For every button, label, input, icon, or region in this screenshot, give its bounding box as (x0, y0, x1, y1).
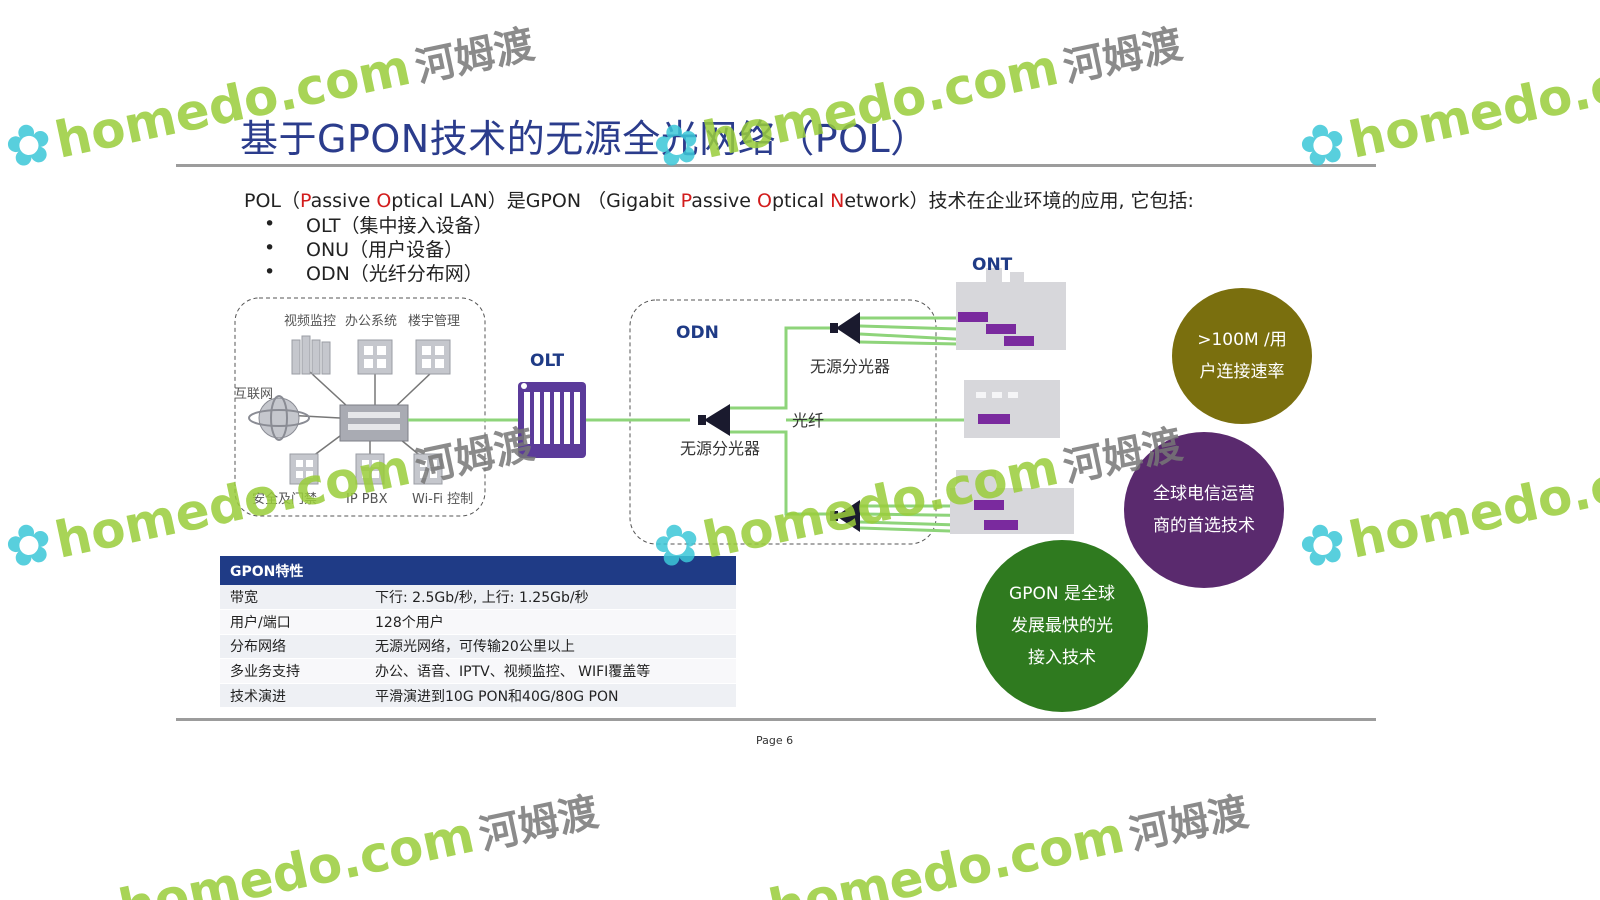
ip-pbx-icon (355, 453, 385, 485)
intro-part: ptical LAN）是GPON （ (391, 190, 607, 212)
bullet-icon: • (264, 237, 276, 259)
splitter-top-icon (830, 312, 860, 344)
bullet-text: ONU（用户设备） (306, 238, 464, 261)
service-label: 楼宇管理 (408, 314, 460, 329)
service-label: 安全及门禁 (252, 491, 317, 507)
enterprise-services-box (234, 297, 486, 517)
fastest-growth-bubble: GPON 是全球 发展最快的光 接入技术 (976, 540, 1148, 712)
office-system-icon (357, 339, 393, 375)
intro-text: POL（Passive Optical LAN）是GPON （Gigabit P… (244, 186, 1194, 213)
feature-key: 用户/端口 (220, 609, 365, 635)
odn-box (629, 299, 937, 545)
table-row: 分布网络无源光网络，可传输20公里以上 (220, 634, 736, 660)
bullet-text: ODN（光纤分布网） (306, 262, 483, 285)
odn-label: ODN (676, 323, 719, 343)
splitter-top-label: 无源分光器 (810, 357, 890, 376)
list-item: • OLT（集中接入设备） (264, 212, 493, 237)
feature-value: 平滑演进到10G PON和40G/80G PON (365, 683, 736, 709)
ont-device-middle-icon (964, 380, 1060, 438)
intro-red: N (830, 190, 845, 212)
service-label: Wi-Fi 控制 (412, 492, 473, 507)
table-row: 技术演进平滑演进到10G PON和40G/80G PON (220, 683, 736, 709)
feature-value: 128个用户 (365, 609, 736, 635)
table-header: GPON特性 (220, 556, 736, 585)
bullet-text: OLT（集中接入设备） (306, 214, 493, 237)
intro-part: etwork）技术在企业环境的应用, 它包括: (844, 190, 1194, 212)
splitter-mid-icon (698, 404, 730, 436)
olt-label: OLT (530, 351, 564, 371)
olt-device-icon (518, 382, 586, 458)
ont-label: ONT (972, 255, 1013, 275)
feature-key: 多业务支持 (220, 658, 365, 684)
bullet-icon: • (264, 213, 276, 235)
splitter-bottom-icon (830, 500, 860, 532)
table-row: 多业务支持办公、语音、IPTV、视频监控、 WIFI覆盖等 (220, 658, 736, 684)
bullet-icon: • (264, 261, 276, 283)
intro-red: O (756, 190, 772, 212)
splitter-mid-label: 无源分光器 (680, 439, 760, 458)
gpon-features-table: GPON特性 带宽下行: 2.5Gb/秒, 上行: 1.25Gb/秒 用户/端口… (220, 556, 736, 709)
building-management-icon (415, 339, 451, 375)
wifi-controller-icon (413, 453, 443, 485)
intro-red: P (300, 190, 311, 212)
intro-part: Gigabit (606, 190, 681, 212)
intro-red: O (376, 190, 392, 212)
feature-value: 办公、语音、IPTV、视频监控、 WIFI覆盖等 (365, 658, 736, 684)
speed-bubble: >100M /用 户连接速率 (1172, 288, 1312, 424)
fiber-links (408, 316, 1011, 534)
internet-label: 互联网 (234, 387, 273, 402)
operator-choice-bubble: 全球电信运营 商的首选技术 (1124, 432, 1284, 588)
ont-device-top-icon (956, 268, 1066, 350)
list-item: • ODN（光纤分布网） (264, 260, 493, 285)
list-item: • ONU（用户设备） (264, 236, 493, 261)
fiber-label: 光纤 (792, 411, 824, 430)
intro-part: assive (691, 190, 757, 212)
title-divider (176, 164, 1376, 167)
service-label: 视频监控 (284, 314, 336, 329)
internet-globe-icon (248, 395, 310, 441)
feature-value: 无源光网络，可传输20公里以上 (365, 634, 736, 660)
intro-part: assive (310, 190, 377, 212)
ont-device-bottom-icon (950, 470, 1074, 534)
page-number: Page 6 (756, 734, 794, 747)
intro-red: P (680, 190, 692, 212)
slide-title: 基于GPON技术的无源全光网络（POL） (240, 117, 929, 161)
security-access-icon (289, 453, 319, 485)
cctv-server-icon (291, 335, 331, 375)
table-row: 带宽下行: 2.5Gb/秒, 上行: 1.25Gb/秒 (220, 585, 736, 611)
component-list: • OLT（集中接入设备） • ONU（用户设备） • ODN（光纤分布网） (264, 212, 493, 285)
feature-key: 带宽 (220, 585, 365, 611)
intro-part: ptical (771, 190, 831, 212)
feature-key: 分布网络 (220, 634, 365, 660)
intro-part: POL（ (244, 190, 300, 212)
service-label: IP PBX (346, 492, 388, 507)
feature-key: 技术演进 (220, 683, 365, 709)
feature-value: 下行: 2.5Gb/秒, 上行: 1.25Gb/秒 (365, 585, 736, 611)
core-switch-icon (339, 404, 409, 442)
service-label: 办公系统 (345, 314, 397, 329)
footer-divider (176, 718, 1376, 721)
